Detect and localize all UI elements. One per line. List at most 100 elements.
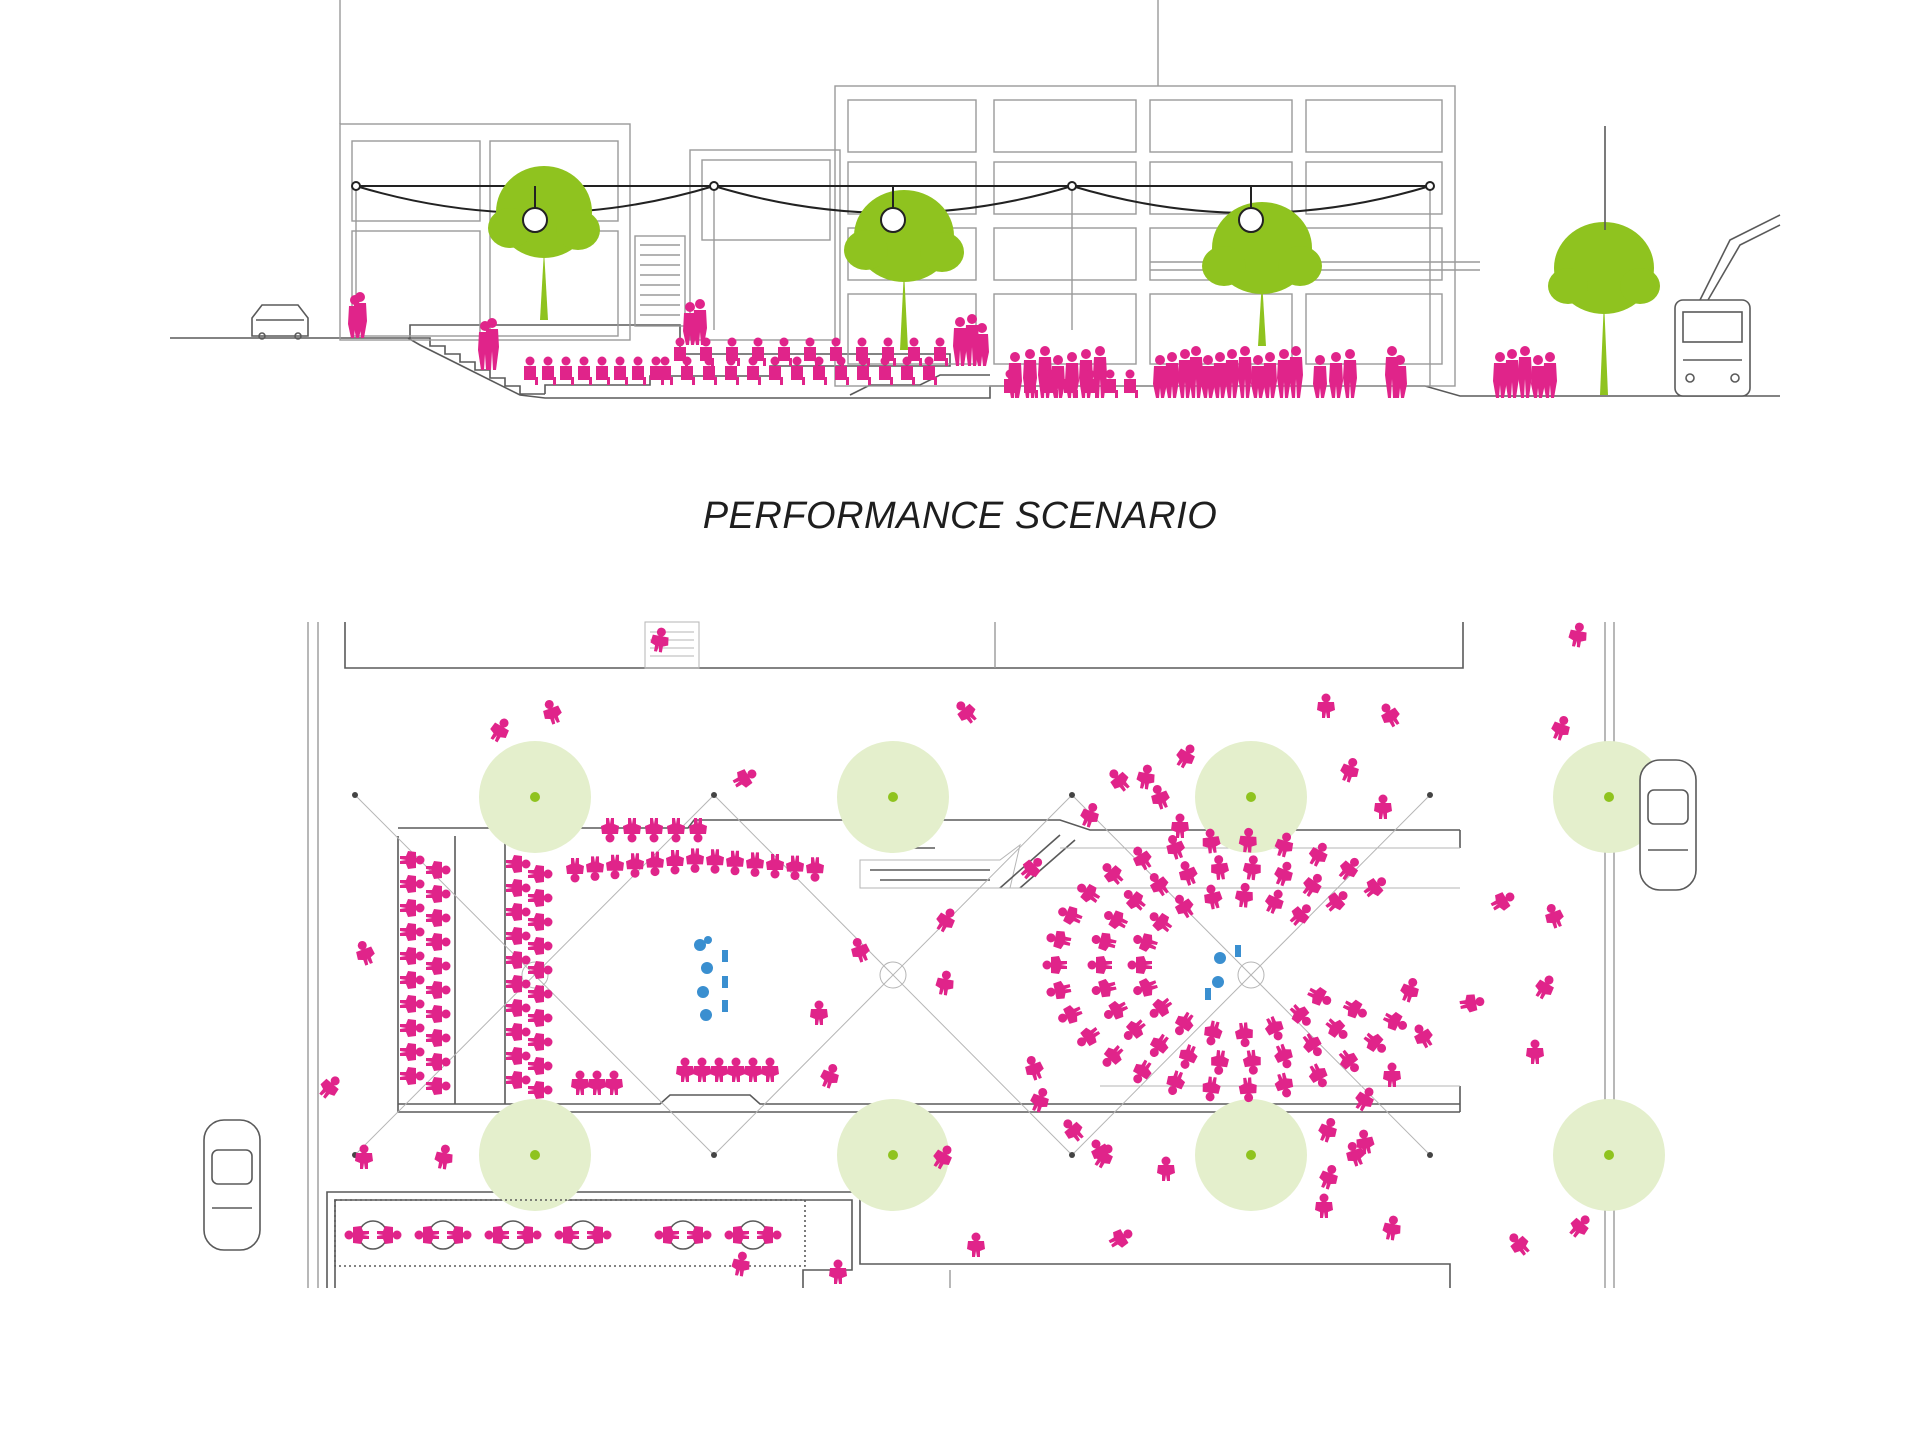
person-icon	[654, 1226, 679, 1244]
person-icon	[1238, 1077, 1257, 1103]
person-icon	[506, 975, 531, 993]
person-icon	[1383, 1062, 1401, 1087]
person-icon	[726, 337, 740, 366]
person-icon	[1340, 757, 1359, 783]
person-icon	[1204, 1020, 1223, 1046]
person-icon	[757, 1226, 782, 1244]
person-icon	[1338, 857, 1359, 881]
person-icon	[1133, 933, 1158, 952]
person-icon	[686, 848, 704, 873]
person-icon	[676, 1057, 694, 1082]
person-icon	[1178, 349, 1192, 398]
person-icon	[1355, 1087, 1374, 1112]
person-icon	[1171, 813, 1189, 838]
person-icon	[426, 1053, 451, 1071]
person-icon	[1165, 352, 1179, 398]
person-icon	[1274, 1072, 1294, 1098]
person-icon	[426, 1005, 451, 1023]
person-icon	[1274, 1043, 1293, 1069]
person-icon	[761, 1057, 779, 1082]
person-icon	[506, 855, 531, 873]
person-icon	[1124, 369, 1138, 398]
person-icon	[1264, 1015, 1284, 1041]
person-icon	[528, 937, 553, 955]
person-icon	[400, 1019, 425, 1037]
person-icon	[506, 1047, 531, 1065]
person-icon	[587, 1226, 612, 1244]
person-icon	[1490, 892, 1515, 911]
person-icon	[1264, 889, 1284, 915]
person-icon	[506, 1023, 531, 1041]
person-icon	[646, 851, 664, 877]
person-icon	[1382, 1011, 1408, 1031]
person-icon	[934, 337, 948, 366]
car-icon	[203, 1119, 261, 1251]
person-icon	[1569, 1215, 1590, 1238]
person-icon	[426, 861, 451, 879]
person-icon	[1149, 872, 1169, 897]
person-icon	[1108, 1229, 1133, 1248]
person-icon	[588, 1070, 606, 1095]
person-icon	[933, 1145, 952, 1170]
person-icon	[1174, 1011, 1194, 1036]
lamp-icon	[880, 186, 906, 233]
person-icon	[1505, 349, 1519, 398]
site-plan	[203, 621, 1697, 1288]
person-icon	[1277, 349, 1291, 398]
person-icon	[1063, 1119, 1084, 1142]
person-icon	[1518, 346, 1532, 398]
person-icon	[1289, 904, 1311, 926]
person-icon	[1151, 784, 1170, 810]
performer-group-left	[694, 936, 728, 1021]
person-icon	[528, 1081, 553, 1099]
person-icon	[1201, 355, 1215, 398]
person-icon	[732, 769, 757, 788]
tree-icon	[1202, 202, 1322, 346]
performer-icon	[1212, 976, 1224, 988]
person-icon	[400, 1043, 425, 1061]
person-icon	[804, 337, 818, 366]
person-icon	[1202, 828, 1221, 854]
person-icon	[355, 1144, 373, 1169]
person-icon	[528, 1033, 553, 1051]
person-icon	[1030, 1087, 1049, 1113]
person-icon	[1545, 903, 1564, 929]
person-icon	[693, 1057, 711, 1082]
tree-icon	[837, 741, 949, 853]
person-icon	[1046, 980, 1072, 1000]
car-icon	[251, 304, 309, 340]
person-icon	[830, 337, 844, 366]
person-icon	[923, 356, 937, 385]
person-icon	[1338, 1049, 1359, 1073]
person-icon	[829, 1259, 847, 1284]
person-icon	[344, 1226, 369, 1244]
person-icon	[506, 903, 531, 921]
person-icon	[1058, 906, 1083, 925]
person-icon	[1058, 1005, 1083, 1024]
person-icon	[1149, 912, 1173, 933]
person-icon	[769, 356, 783, 385]
person-icon	[1123, 889, 1146, 911]
performer-icon	[701, 962, 713, 974]
person-icon	[1077, 1027, 1101, 1047]
person-icon	[908, 337, 922, 366]
person-icon	[353, 292, 367, 338]
person-icon	[377, 1226, 402, 1244]
person-icon	[1318, 1117, 1337, 1143]
person-icon	[1046, 930, 1072, 950]
person-icon	[1211, 1049, 1230, 1075]
person-icon	[601, 818, 619, 843]
person-icon	[726, 850, 744, 876]
person-icon	[1526, 1039, 1544, 1064]
person-icon	[528, 889, 553, 907]
person-icon	[706, 849, 724, 874]
performer-icon	[1214, 952, 1226, 964]
person-icon	[1308, 842, 1328, 867]
person-icon	[791, 356, 805, 385]
person-icon	[1343, 349, 1357, 398]
performer-icon	[697, 986, 709, 998]
person-icon	[1132, 1059, 1152, 1084]
person-icon	[674, 337, 688, 366]
person-icon	[1393, 355, 1407, 398]
